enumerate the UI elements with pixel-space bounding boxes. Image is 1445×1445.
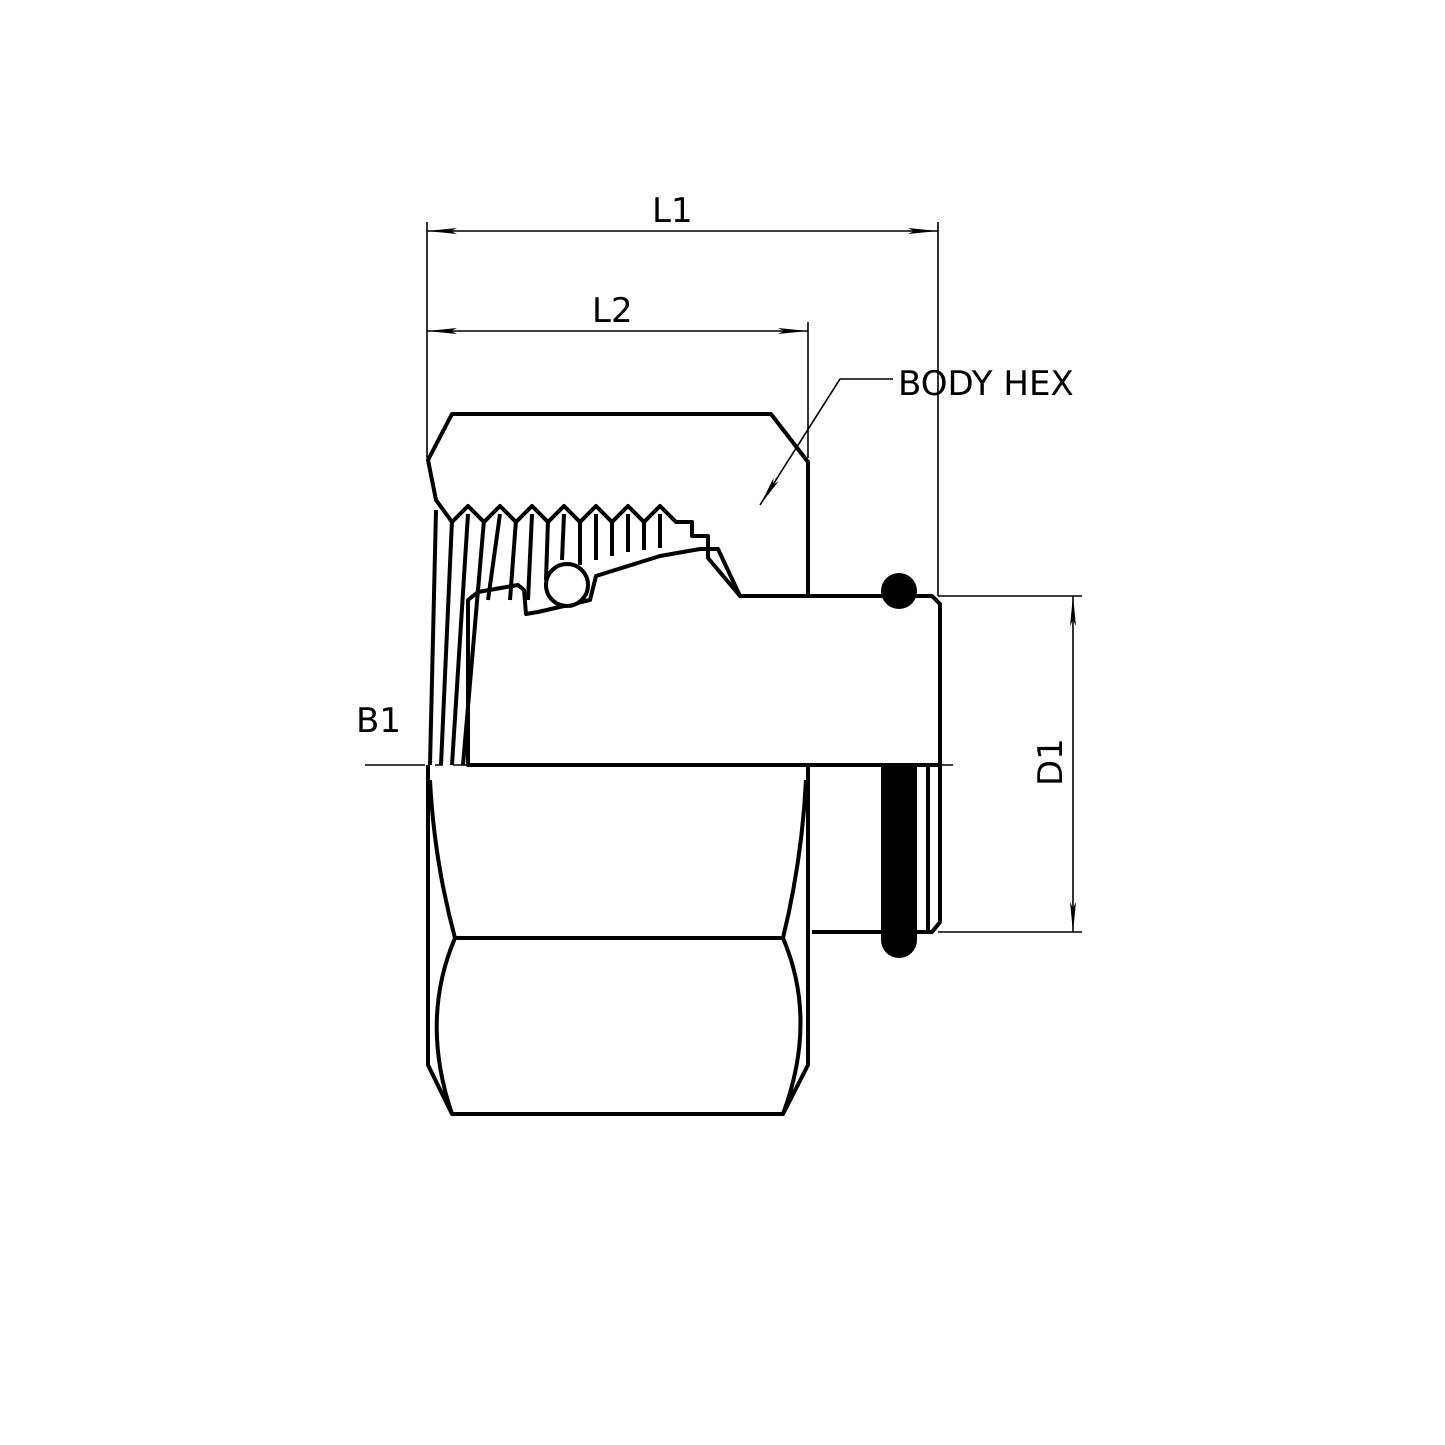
- label-l2: L2: [592, 291, 633, 331]
- body-hex-callout: BODY HEX: [759, 364, 1074, 506]
- thread-lines: [428, 509, 662, 766]
- body-section: [466, 547, 942, 767]
- o-ring-bottom: [881, 765, 917, 958]
- dimension-d1: D1: [1031, 596, 1076, 932]
- locking-ball: [544, 562, 590, 608]
- extension-lines: [426, 222, 1082, 933]
- label-l1: L1: [652, 191, 693, 231]
- o-ring-top: [881, 573, 917, 609]
- label-body-hex: BODY HEX: [898, 364, 1074, 404]
- label-d1: D1: [1031, 738, 1071, 786]
- dimension-l1: L1: [427, 191, 938, 234]
- hex-lower-view: [426, 765, 810, 1116]
- dimension-l2: L2: [427, 291, 808, 334]
- spigot-lower: [812, 765, 942, 934]
- label-b1: B1: [356, 701, 401, 741]
